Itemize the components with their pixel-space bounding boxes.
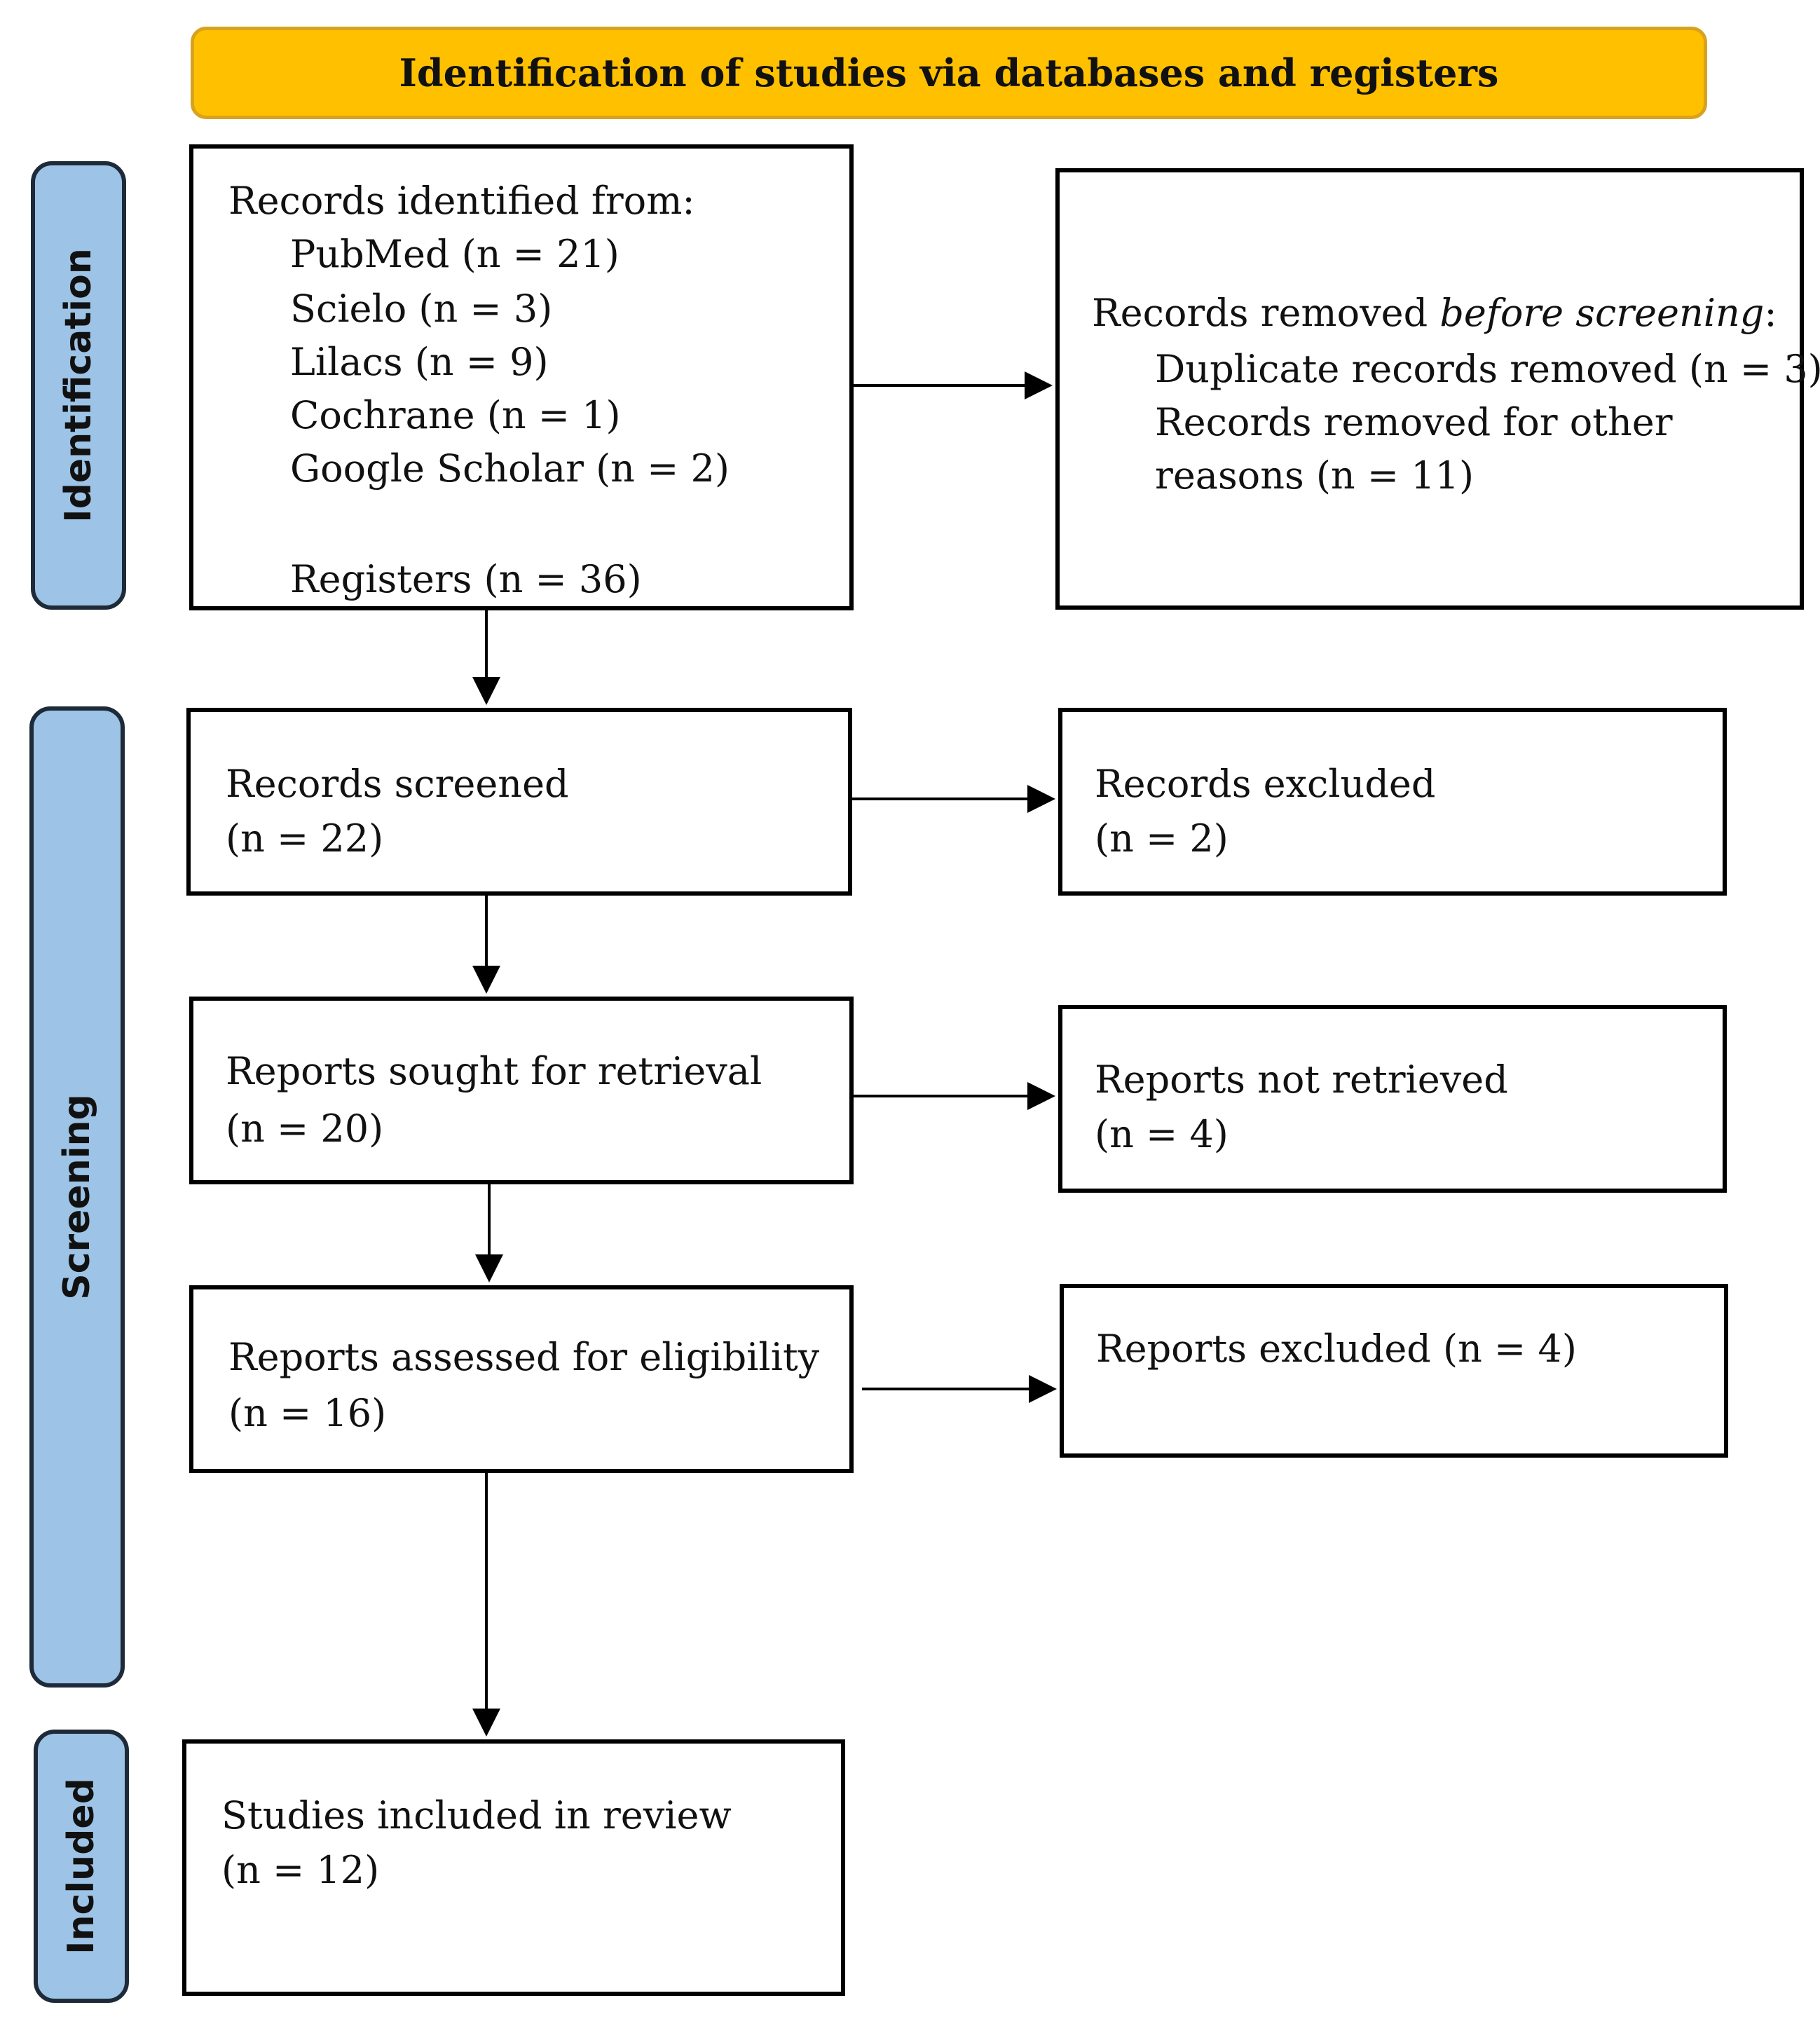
- reports-not-retrieved-box: Reports not retrieved (n = 4): [1058, 1005, 1727, 1193]
- reports-excluded-box: Reports excluded (n = 4): [1060, 1284, 1728, 1458]
- records-identified-heading: Records identified from:: [228, 179, 695, 223]
- phase-included: Included: [34, 1730, 129, 2003]
- records-removed-heading: Records removed before screening:: [1092, 291, 1777, 335]
- records-screened-box: Records screened (n = 22): [186, 708, 852, 896]
- reports-not-retrieved-label: Reports not retrieved: [1095, 1058, 1508, 1102]
- records-removed-box: Records removed before screening: Duplic…: [1055, 168, 1820, 610]
- records-removed-other-line1: Records removed for other: [1155, 400, 1673, 444]
- phase-screening: Screening: [29, 706, 125, 1688]
- source-lilacs: Lilacs (n = 9): [290, 340, 549, 384]
- records-identified-box: Records identified from: PubMed (n = 21)…: [189, 144, 854, 610]
- studies-included-box: Studies included in review (n = 12): [182, 1739, 845, 1996]
- records-excluded-label: Records excluded: [1095, 762, 1436, 806]
- phase-identification: Identification: [31, 161, 126, 610]
- records-excluded-box: Records excluded (n = 2): [1058, 708, 1727, 896]
- records-excluded-count: (n = 2): [1095, 816, 1229, 861]
- studies-included-label: Studies included in review: [221, 1793, 732, 1837]
- reports-sought-count: (n = 20): [226, 1107, 384, 1151]
- header-banner: Identification of studies via databases …: [191, 27, 1707, 119]
- source-google-scholar: Google Scholar (n = 2): [290, 446, 730, 491]
- studies-included-count: (n = 12): [221, 1848, 380, 1892]
- reports-assessed-box: Reports assessed for eligibility (n = 16…: [189, 1285, 854, 1473]
- registers-count: Registers (n = 36): [290, 557, 642, 601]
- records-screened-count: (n = 22): [226, 816, 384, 861]
- source-cochrane: Cochrane (n = 1): [290, 393, 621, 437]
- reports-not-retrieved-count: (n = 4): [1095, 1112, 1229, 1156]
- records-removed-other-line2: reasons (n = 11): [1155, 453, 1475, 498]
- header-title: Identification of studies via databases …: [399, 50, 1499, 95]
- reports-sought-box: Reports sought for retrieval (n = 20): [189, 997, 854, 1184]
- source-pubmed: PubMed (n = 21): [290, 232, 620, 276]
- records-screened-label: Records screened: [226, 762, 569, 806]
- duplicate-records-removed: Duplicate records removed (n = 3): [1155, 347, 1820, 391]
- reports-assessed-label: Reports assessed for eligibility: [228, 1335, 820, 1379]
- reports-excluded-label: Reports excluded (n = 4): [1096, 1327, 1577, 1371]
- reports-sought-label: Reports sought for retrieval: [226, 1049, 762, 1093]
- reports-assessed-count: (n = 16): [228, 1391, 387, 1435]
- source-scielo: Scielo (n = 3): [290, 287, 553, 331]
